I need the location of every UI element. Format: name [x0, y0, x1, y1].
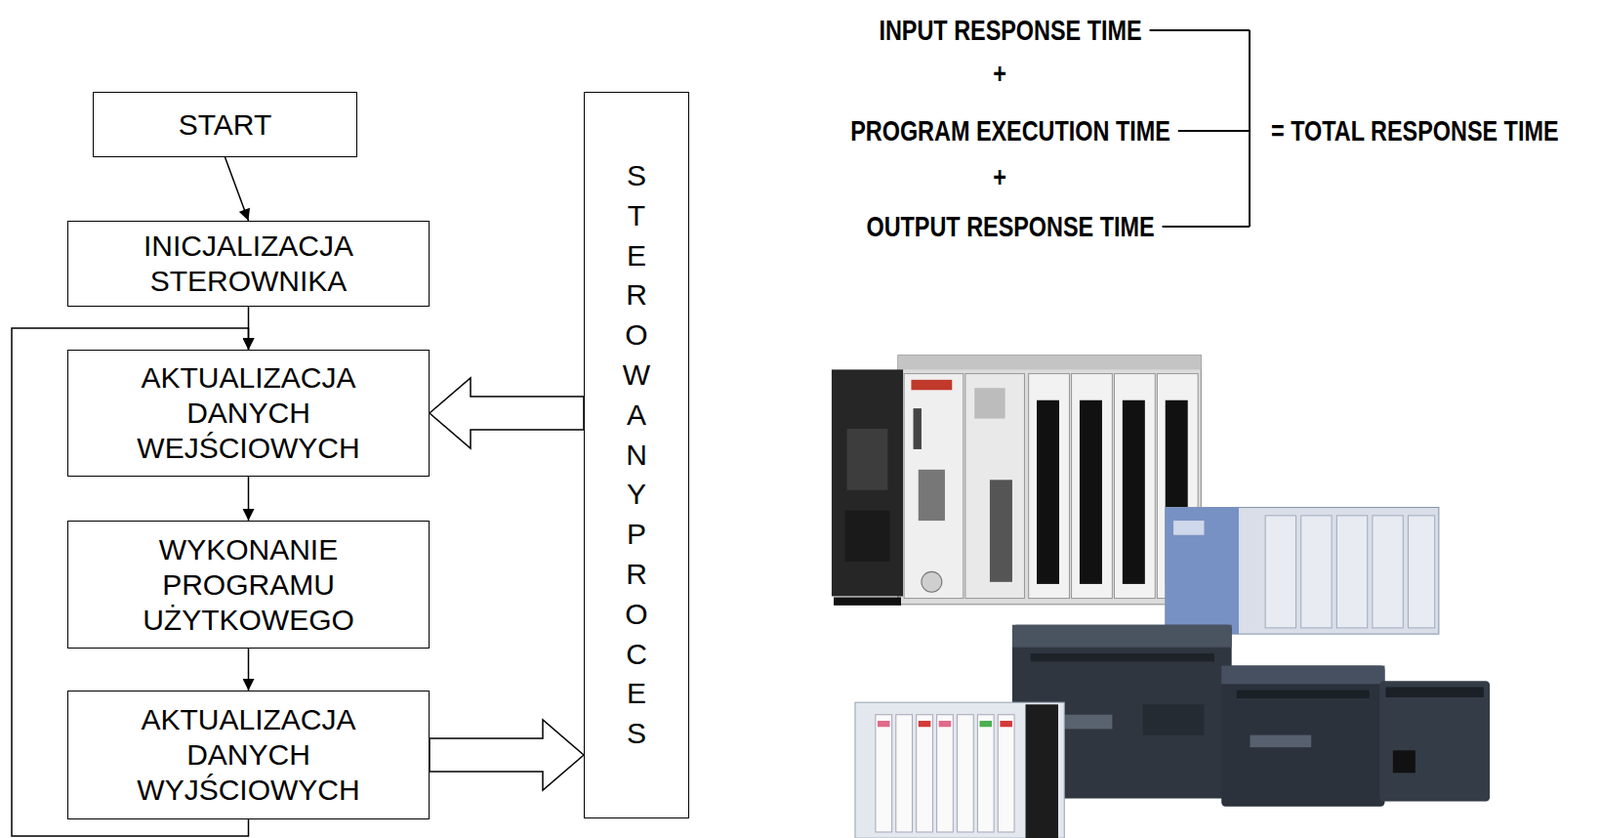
plc-part [898, 355, 1201, 605]
plc-part [918, 469, 945, 521]
plc-part [1379, 680, 1490, 801]
response-time-term: INPUT RESPONSE TIME [878, 13, 1142, 47]
plc-part [896, 714, 913, 832]
response-time-term: PROGRAM EXECUTION TIME [850, 114, 1171, 148]
box-label: STEROWANY PROCES [621, 156, 652, 754]
plc-part [1143, 703, 1205, 735]
plc-part [898, 355, 1201, 370]
plc-part [916, 714, 934, 832]
total-response-time: = TOTAL RESPONSE TIME [1271, 114, 1559, 148]
plc-part [1236, 690, 1370, 698]
plc-part [1221, 665, 1385, 685]
response-time-term: OUTPUT RESPONSE TIME [865, 209, 1154, 244]
block-arrow [429, 719, 584, 790]
plc-part [875, 714, 893, 832]
plc-part [965, 373, 1026, 599]
start-box: START [92, 91, 358, 158]
plc-part [1165, 507, 1439, 635]
flow-arrow [247, 648, 250, 691]
plc-part [1408, 515, 1436, 628]
process-box: AKTUALIZACJA DANYCH WYJŚCIOWYCH [67, 690, 430, 820]
plc-part [1249, 735, 1312, 748]
plc-part [1113, 373, 1155, 599]
plc-part [1336, 515, 1367, 628]
plc-part [1012, 624, 1232, 648]
plc-part [831, 369, 903, 596]
plc-part [1393, 749, 1416, 773]
plc-part [1165, 507, 1239, 635]
plc-part [999, 720, 1013, 727]
process-box: INICJALIZACJA STEROWNIKA [67, 220, 430, 307]
plc-part [921, 571, 943, 592]
plc-part [937, 714, 954, 832]
plc-part [913, 408, 922, 450]
plus-sign: + [992, 56, 1007, 90]
plc-part [1030, 653, 1215, 661]
flow-arrow [225, 157, 249, 221]
box-label: AKTUALIZACJA DANYCH WYJŚCIOWYCH [107, 701, 391, 808]
plc-part [1025, 703, 1059, 838]
box-label: WYKONANIE PROGRAMU UŻYTKOWEGO [107, 532, 391, 638]
plc-part [979, 720, 992, 727]
plc-part [1372, 515, 1403, 628]
plc-part [939, 720, 952, 727]
box-label: INICJALIZACJA STEROWNIKA [107, 228, 391, 299]
plc-part [1036, 400, 1060, 584]
plc-part [1173, 520, 1204, 535]
box-label: AKTUALIZACJA DANYCH WEJŚCIOWYCH [107, 360, 391, 466]
process-box: WYKONANIE PROGRAMU UŻYTKOWEGO [67, 520, 430, 649]
controlled-process-box: STEROWANY PROCES [583, 91, 690, 819]
plc-part [989, 479, 1013, 582]
plc-part [1221, 665, 1385, 807]
plc-part [918, 720, 932, 727]
plc-part [831, 355, 1490, 838]
plc-part [833, 597, 902, 606]
plus-sign: + [992, 160, 1007, 194]
bracket-stub [1149, 29, 1250, 32]
plc-part [847, 428, 889, 491]
bracket-stub [1162, 225, 1250, 228]
plc-part [845, 510, 891, 562]
bracket-stub [1178, 129, 1250, 132]
plc-part [910, 379, 952, 390]
plc-part [997, 714, 1015, 832]
plc-part [956, 714, 974, 832]
flow-arrow [247, 476, 250, 521]
plc-part [977, 714, 994, 832]
plc-part [903, 373, 964, 599]
bracket-spine [1248, 30, 1251, 227]
plc-part [1079, 400, 1103, 584]
plc-part [1386, 686, 1484, 697]
process-box: AKTUALIZACJA DANYCH WEJŚCIOWYCH [67, 349, 430, 477]
plc-part [1028, 373, 1070, 599]
plc-part [1071, 373, 1113, 599]
box-label: START [178, 107, 273, 143]
plc-part [1301, 515, 1332, 628]
plc-part [1265, 515, 1296, 628]
block-arrow [429, 377, 584, 449]
plc-part [974, 387, 1005, 418]
plc-part [855, 701, 1065, 838]
plc-part [1122, 400, 1146, 584]
plc-part [877, 720, 891, 727]
